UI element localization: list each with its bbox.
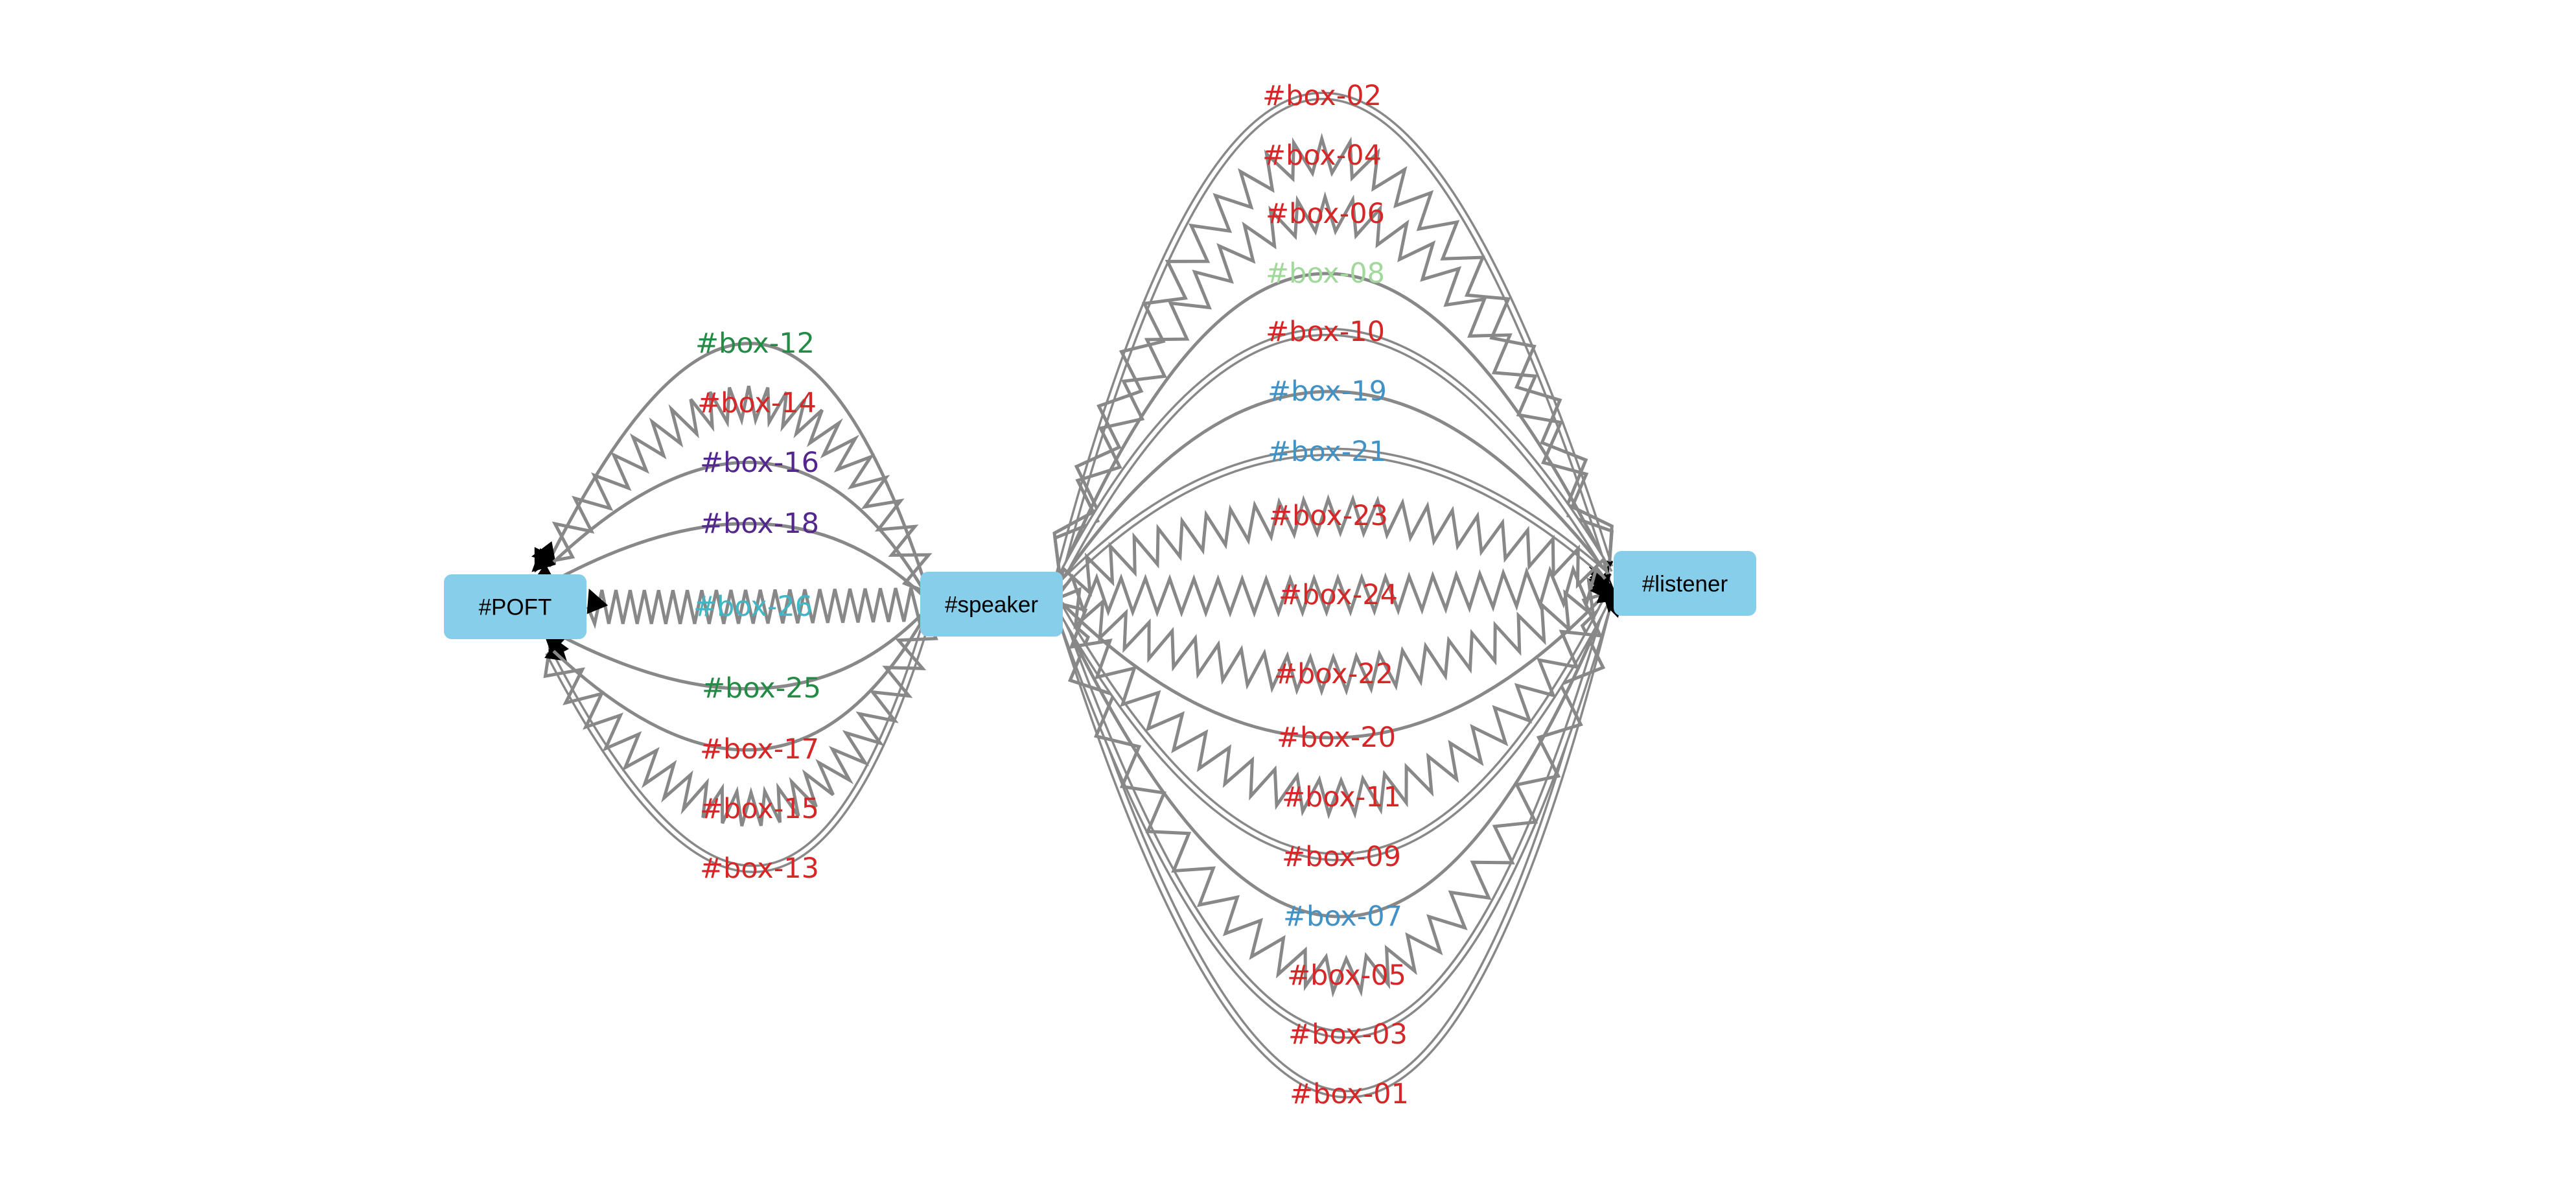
edge-box-06[interactable]	[1053, 191, 1614, 584]
edge-box-19[interactable]	[1058, 390, 1613, 594]
edge-label-box-13: #box-13	[700, 852, 819, 885]
edge-box-13[interactable]	[545, 618, 931, 873]
edge-label-box-20: #box-20	[1277, 721, 1396, 754]
edge-line-inner	[1058, 330, 1611, 581]
edge-label-box-10: #box-10	[1266, 316, 1385, 348]
edge-line[interactable]	[1053, 191, 1614, 584]
edge-box-08[interactable]	[1058, 272, 1611, 589]
edge-line[interactable]	[1058, 272, 1611, 589]
edges-layer	[530, 91, 1627, 1099]
edge-labels-layer: #box-01 #box-02 #box-03 #box-04 #box-05 #box-…	[693, 80, 1409, 1110]
edge-box-12[interactable]	[534, 342, 929, 589]
edge-line[interactable]	[531, 460, 929, 597]
edge-box-18[interactable]	[530, 522, 928, 601]
edge-label-box-22: #box-22	[1274, 658, 1393, 690]
edge-line[interactable]	[1058, 494, 1611, 599]
node-poft[interactable]: #POFT	[444, 574, 586, 639]
edge-label-box-19: #box-19	[1268, 375, 1387, 408]
edge-box-14[interactable]	[531, 385, 933, 594]
edge-line[interactable]	[530, 522, 928, 601]
edge-box-05[interactable]	[1058, 593, 1627, 998]
edge-box-21[interactable]	[1056, 447, 1616, 595]
edge-line[interactable]	[1059, 591, 1627, 819]
edge-label-box-24: #box-24	[1279, 579, 1398, 611]
edge-box-07[interactable]	[1058, 585, 1625, 919]
edge-label-box-21: #box-21	[1268, 436, 1387, 468]
edge-label-box-18: #box-18	[700, 508, 819, 540]
edge-line[interactable]	[542, 612, 929, 752]
node-speaker-label: #speaker	[945, 592, 1038, 618]
edge-line[interactable]	[534, 342, 929, 589]
node-listener[interactable]: #listener	[1614, 551, 1756, 616]
edge-line-inner	[1058, 594, 1611, 859]
edge-line[interactable]	[1058, 585, 1625, 919]
node-poft-box[interactable]	[444, 574, 586, 639]
edge-line[interactable]	[586, 587, 929, 629]
edge-box-24[interactable]	[1058, 564, 1614, 618]
edge-box-11[interactable]	[1059, 591, 1627, 819]
edge-label-box-16: #box-16	[700, 447, 819, 479]
edge-label-box-09: #box-09	[1282, 841, 1401, 873]
edge-box-02[interactable]	[1055, 91, 1614, 585]
edge-box-09[interactable]	[1056, 583, 1624, 861]
edge-box-23[interactable]	[1058, 494, 1611, 599]
edge-box-25[interactable]	[538, 608, 928, 690]
edge-label-box-12: #box-12	[695, 327, 815, 360]
edge-box-01[interactable]	[1055, 585, 1627, 1099]
edge-line[interactable]	[1058, 593, 1627, 998]
node-listener-label: #listener	[1642, 572, 1728, 597]
edge-label-box-17: #box-17	[700, 733, 819, 766]
node-listener-box[interactable]	[1614, 551, 1756, 616]
edge-line[interactable]	[538, 608, 928, 690]
edge-box-22[interactable]	[1059, 577, 1622, 696]
node-poft-label: #POFT	[479, 595, 552, 620]
edge-line[interactable]	[1058, 390, 1613, 594]
nodes-layer: #POFT #speaker #listener	[444, 551, 1756, 639]
edge-label-box-03: #box-03	[1288, 1018, 1408, 1051]
edge-label-box-23: #box-23	[1269, 500, 1388, 532]
edge-line[interactable]	[1058, 564, 1614, 618]
edge-box-10[interactable]	[1056, 327, 1613, 591]
edge-label-box-06: #box-06	[1266, 198, 1385, 230]
edge-box-20[interactable]	[1058, 583, 1627, 740]
edge-label-box-11: #box-11	[1282, 781, 1401, 814]
edge-label-box-07: #box-07	[1283, 900, 1402, 933]
edge-label-box-01: #box-01	[1290, 1078, 1409, 1110]
edge-label-box-15: #box-15	[700, 793, 819, 825]
node-speaker-box[interactable]	[920, 572, 1063, 637]
edge-label-box-08: #box-08	[1266, 257, 1385, 290]
edge-label-box-02: #box-02	[1262, 80, 1382, 112]
edge-line-inner	[1058, 449, 1610, 588]
edge-label-box-05: #box-05	[1287, 959, 1406, 992]
edge-line-inner	[1058, 94, 1611, 574]
edge-label-box-04: #box-04	[1262, 139, 1382, 172]
node-speaker[interactable]: #speaker	[920, 572, 1063, 637]
edge-line[interactable]	[1058, 583, 1627, 740]
edge-box-17[interactable]	[542, 612, 929, 752]
edge-line[interactable]	[531, 385, 933, 594]
edge-box-16[interactable]	[531, 460, 929, 597]
edge-line[interactable]	[543, 616, 938, 826]
edge-label-box-26: #box-26	[693, 591, 813, 623]
edge-box-15[interactable]	[543, 616, 938, 826]
edge-line-inner	[1058, 599, 1611, 1096]
edge-label-box-25: #box-25	[702, 672, 821, 705]
edge-line-inner	[547, 619, 929, 871]
edge-label-box-14: #box-14	[697, 387, 817, 419]
edge-line[interactable]	[1059, 577, 1622, 696]
edge-box-26[interactable]	[586, 587, 929, 629]
